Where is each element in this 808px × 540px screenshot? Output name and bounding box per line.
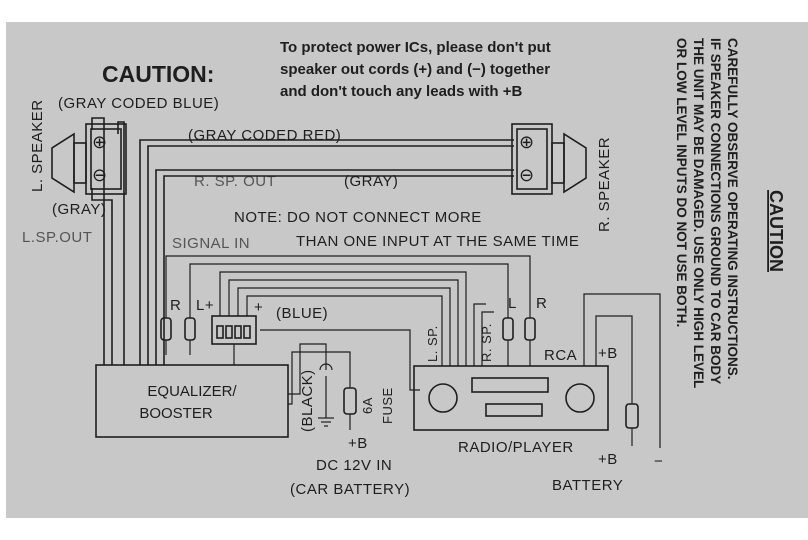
radio-left-knob-icon xyxy=(428,383,458,413)
plus-label: + xyxy=(254,299,263,316)
ground-clip-icon xyxy=(319,363,333,371)
protect-note-line-1: To protect power ICs, please don't put xyxy=(280,39,551,56)
plus-b-radio-label: +B xyxy=(598,345,618,362)
eq-rca-plugs: R xyxy=(160,297,196,355)
left-speaker: L. SPEAKER ⊕ ⊖ (GRAY) L.SP.OUT xyxy=(22,99,127,246)
gray-coded-blue-label: (GRAY CODED BLUE) xyxy=(58,95,219,112)
side-caution-block: CAUTION CAREFULLY OBSERVE OPERATING INST… xyxy=(674,38,786,388)
r-sp-out-label: R. SP. OUT xyxy=(194,173,276,190)
plus-b-eq-label: +B xyxy=(348,435,368,452)
side-caution-line-1: CAREFULLY OBSERVE OPERATING INSTRUCTIONS… xyxy=(725,38,740,380)
fuse-label: FUSE xyxy=(380,387,395,424)
ground-wire: (BLACK) xyxy=(288,343,334,432)
equalizer-booster-unit: EQUALIZER/ BOOSTER xyxy=(95,364,289,438)
fuse-amp-label: 6A xyxy=(360,397,375,414)
protect-note-line-2: speaker out cords (+) and (−) together xyxy=(280,61,550,78)
l-sp-label: L. SP. xyxy=(425,325,440,362)
protect-note-line-3: and don't touch any leads with +B xyxy=(280,83,523,100)
signal-in-wires xyxy=(165,255,531,318)
equalizer-box xyxy=(95,364,289,438)
note-line-2: THAN ONE INPUT AT THE SAME TIME xyxy=(296,233,579,250)
gray-left-label: (GRAY) xyxy=(52,201,106,218)
caution-title: CAUTION: xyxy=(102,61,214,87)
right-speaker-cone-icon xyxy=(563,132,587,194)
battery-label: BATTERY xyxy=(552,477,623,494)
right-terminal-minus-icon: ⊖ xyxy=(519,165,534,185)
blue-label: (BLUE) xyxy=(276,305,328,322)
radio-slot-icon xyxy=(485,403,543,417)
side-caution-line-2: IF SPEAKER CONNECTIONS GROUND TO CAR BOD… xyxy=(708,38,723,384)
gray-coded-red-label: (GRAY CODED RED) xyxy=(188,127,341,144)
radio-rca-l-label: L xyxy=(508,295,517,312)
radio-player-unit: L. SP. R. SP. L R RCA +B RADIO/PLAYER xyxy=(413,295,618,456)
high-level-connector: L+ + xyxy=(196,271,467,366)
left-terminal-minus-icon: ⊖ xyxy=(92,165,107,185)
radio-player-label: RADIO/PLAYER xyxy=(458,439,574,456)
side-caution-title: CAUTION xyxy=(766,190,786,272)
left-terminal-plus-icon: ⊕ xyxy=(92,132,107,152)
l-speaker-label: L. SPEAKER xyxy=(29,99,46,192)
equalizer-label-1: EQUALIZER/ xyxy=(147,383,237,400)
rca-label: RCA xyxy=(544,347,577,364)
minus-battery-label: − xyxy=(654,453,663,470)
left-speaker-terminal-frame xyxy=(85,123,127,195)
note-line-1: NOTE: DO NOT CONNECT MORE xyxy=(234,209,482,226)
r-speaker-label: R. SPEAKER xyxy=(596,137,613,232)
gray-right-label: (GRAY) xyxy=(344,173,398,190)
left-speaker-terminal-inner xyxy=(90,128,122,190)
side-caution-line-4: OR LOW LEVEL INPUTS DO NOT USE BOTH. xyxy=(674,38,689,327)
radio-right-knob-icon xyxy=(565,383,595,413)
radio-box xyxy=(413,365,609,431)
side-caution-line-3: THE UNIT MAY BE DAMAGED. USE ONLY HIGH L… xyxy=(691,38,706,388)
r-sp-label: R. SP. xyxy=(479,323,494,362)
equalizer-label-2: BOOSTER xyxy=(139,405,213,422)
plus-b-battery-label: +B xyxy=(598,451,618,468)
l-plus-label: L+ xyxy=(196,297,214,314)
signal-in-label: SIGNAL IN xyxy=(172,235,250,252)
radio-display-icon xyxy=(471,377,549,393)
left-speaker-cone-icon xyxy=(51,132,75,194)
radio-rca-r-label: R xyxy=(536,295,547,312)
eq-rca-r-label: R xyxy=(170,297,181,314)
dc-in-label: DC 12V IN xyxy=(316,457,392,474)
left-speaker-wires xyxy=(91,117,125,365)
right-speaker-wires xyxy=(139,139,514,365)
blue-wire xyxy=(260,329,420,391)
black-label: (BLACK) xyxy=(299,369,316,432)
right-terminal-plus-icon: ⊕ xyxy=(519,132,534,152)
battery-wires: +B − BATTERY xyxy=(552,293,663,494)
car-battery-label: (CAR BATTERY) xyxy=(290,481,410,498)
fuse-power-wire: 6A FUSE +B xyxy=(288,351,395,452)
l-sp-out-label: L.SP.OUT xyxy=(22,229,92,246)
right-speaker-terminal-inner xyxy=(516,128,548,190)
right-speaker: ⊕ ⊖ R. SPEAKER xyxy=(511,123,613,232)
